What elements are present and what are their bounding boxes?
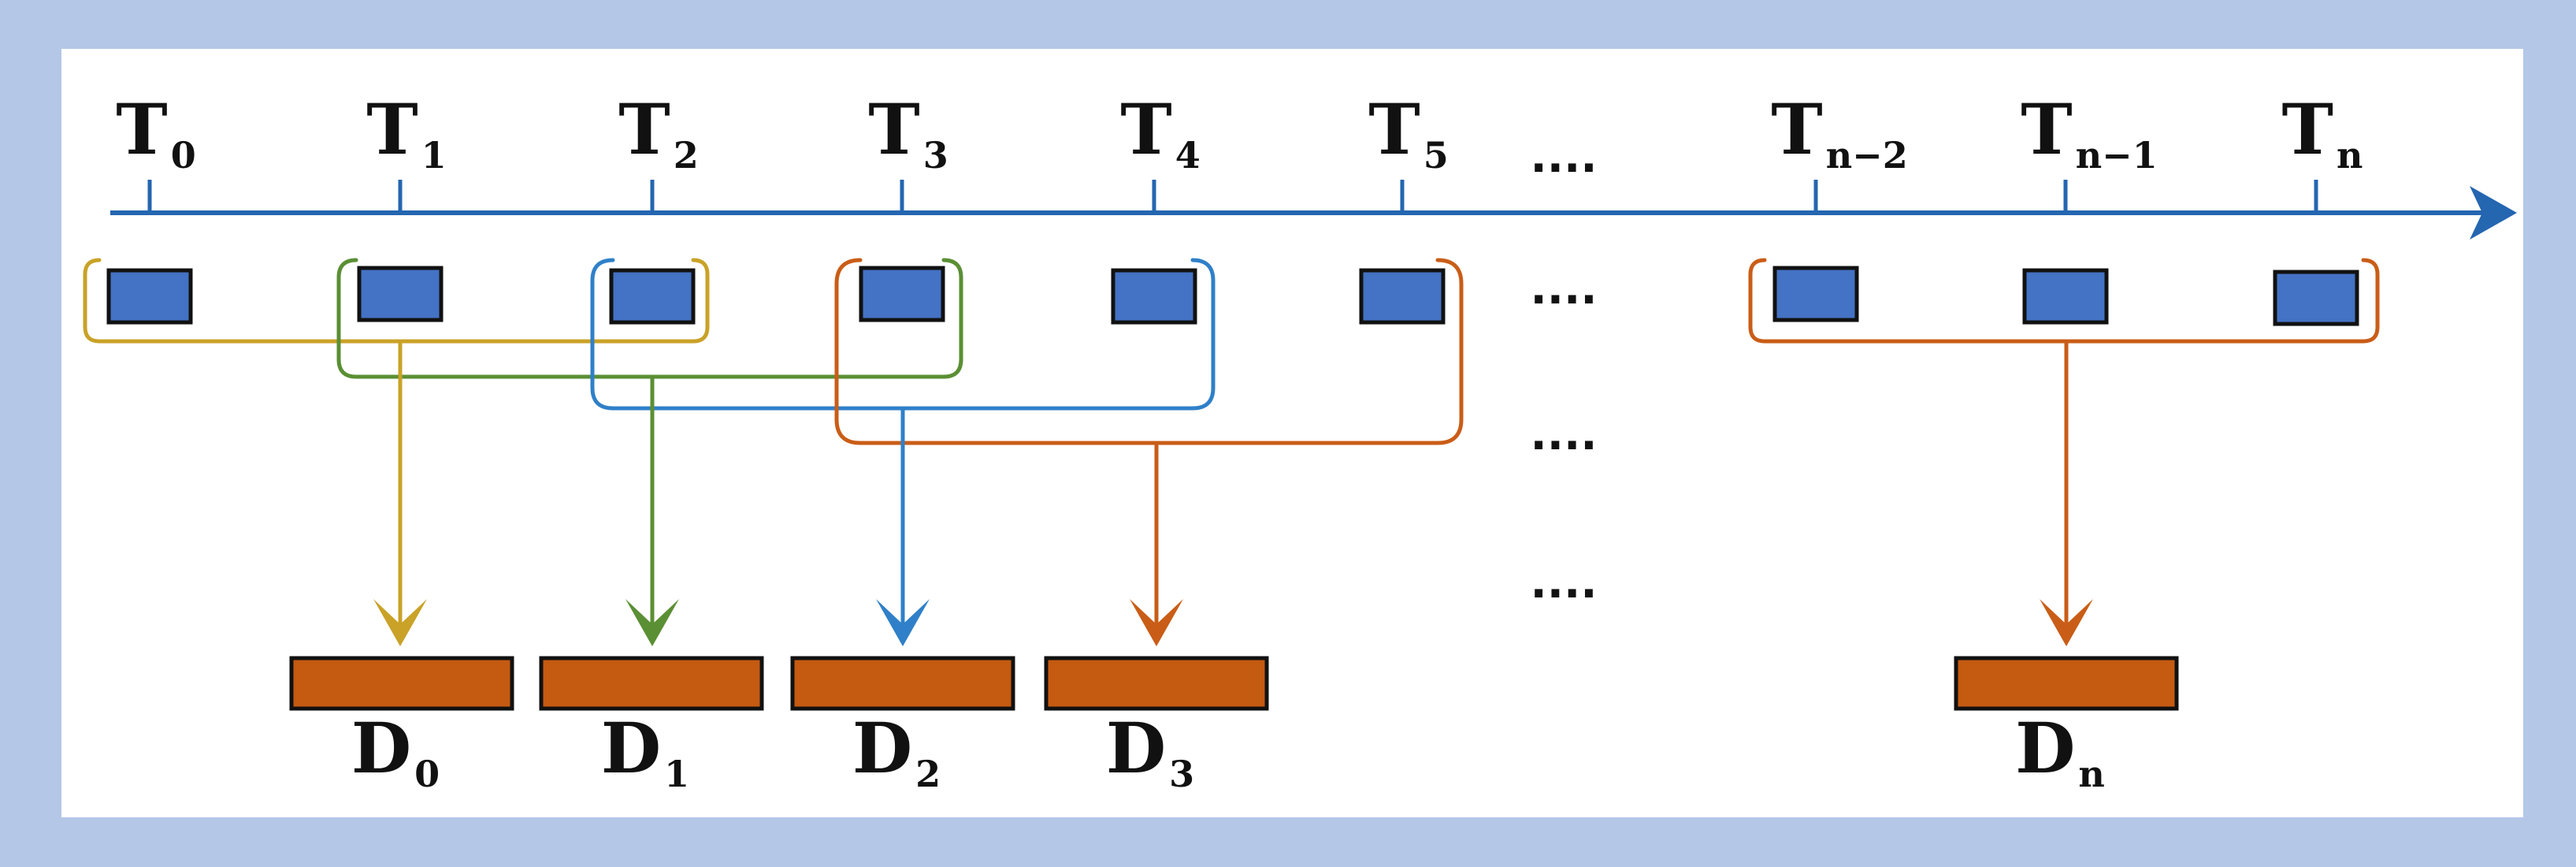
output-label-4-main: D <box>2015 707 2075 789</box>
output-label-2-sub: 2 <box>915 753 941 795</box>
data-box-6 <box>1772 266 1859 322</box>
tick-label-0-sub: 0 <box>171 134 196 177</box>
output-label-2: D2 <box>852 707 941 795</box>
tick-label-1-main: T <box>366 88 418 170</box>
tick-label-4-main: T <box>1120 88 1171 170</box>
tick-label-1-sub: 1 <box>421 134 447 177</box>
data-box-1 <box>357 266 444 322</box>
data-boxes <box>106 266 2359 326</box>
window-arrows <box>373 341 2093 646</box>
output-box-2 <box>790 656 1015 711</box>
tick-label-5-sub: 5 <box>1423 134 1449 177</box>
output-box-4 <box>1954 656 2179 711</box>
window-arrowhead-1 <box>625 599 679 646</box>
output-label-0-sub: 0 <box>414 753 440 795</box>
output-label-3-main: D <box>1106 707 1166 789</box>
data-box-7 <box>2022 268 2109 325</box>
tick-label-3: T3 <box>868 88 948 177</box>
tick-label-2-sub: 2 <box>674 134 699 177</box>
data-box-3 <box>859 266 945 322</box>
ellipsis-1: .... <box>1530 263 1597 314</box>
tick-label-5-main: T <box>1368 88 1420 170</box>
output-label-1-sub: 1 <box>664 753 689 795</box>
window-arrowhead-4 <box>2040 599 2093 646</box>
tick-label-8-main: T <box>2282 88 2333 170</box>
tick-label-2-main: T <box>618 88 670 170</box>
tick-label-4-sub: 4 <box>1175 134 1201 177</box>
output-label-3: D3 <box>1106 707 1194 795</box>
output-label-0: D0 <box>351 707 440 795</box>
timeline-axis <box>110 180 2517 240</box>
tick-label-5: T5 <box>1368 88 1449 177</box>
output-box-0 <box>289 656 514 711</box>
tick-label-4: T4 <box>1120 88 1201 177</box>
window-bracket-1 <box>336 258 963 379</box>
output-box-1 <box>539 656 764 711</box>
output-label-1-main: D <box>601 707 661 789</box>
tick-label-8: Tn <box>2282 88 2363 177</box>
output-label-1: D1 <box>601 707 689 795</box>
tick-label-3-main: T <box>868 88 919 170</box>
ellipsis-2: .... <box>1530 409 1597 460</box>
tick-label-2: T2 <box>618 88 699 177</box>
data-box-5 <box>1359 268 1446 325</box>
data-box-2 <box>609 268 696 325</box>
output-boxes <box>289 656 2179 711</box>
tick-label-7-sub: n−1 <box>2076 134 2158 177</box>
tick-label-6-sub: n−2 <box>1826 134 1908 177</box>
output-label-3-sub: 3 <box>1169 753 1194 795</box>
timeline-arrowhead <box>2470 186 2517 240</box>
data-box-4 <box>1111 268 1197 325</box>
output-label-2-main: D <box>852 707 912 789</box>
tick-label-6: Tn−2 <box>1771 88 1907 177</box>
output-box-3 <box>1044 656 1269 711</box>
tick-label-6-main: T <box>1771 88 1822 170</box>
window-arrowhead-2 <box>876 599 930 646</box>
window-arrowhead-3 <box>1130 599 1183 646</box>
output-label-0-main: D <box>351 707 411 789</box>
output-label-4: Dn <box>2015 707 2105 795</box>
window-bracket-0 <box>83 258 710 344</box>
tick-label-1: T1 <box>366 88 447 177</box>
output-label-4-sub: n <box>2078 753 2104 795</box>
window-arrowhead-0 <box>373 599 427 646</box>
ellipsis-3: .... <box>1530 557 1597 608</box>
ellipsis-0: .... <box>1530 132 1597 183</box>
tick-label-0: T0 <box>116 88 196 177</box>
data-box-8 <box>2273 270 2359 326</box>
data-box-0 <box>106 268 193 325</box>
tick-label-0-main: T <box>116 88 167 170</box>
window-bracket-3 <box>834 258 1464 445</box>
tick-label-3-sub: 3 <box>923 134 948 177</box>
window-bracket-4 <box>1748 258 2380 344</box>
tick-label-7: Tn−1 <box>2021 88 2157 177</box>
tick-label-7-main: T <box>2021 88 2072 170</box>
tick-label-8-sub: n <box>2337 134 2363 177</box>
